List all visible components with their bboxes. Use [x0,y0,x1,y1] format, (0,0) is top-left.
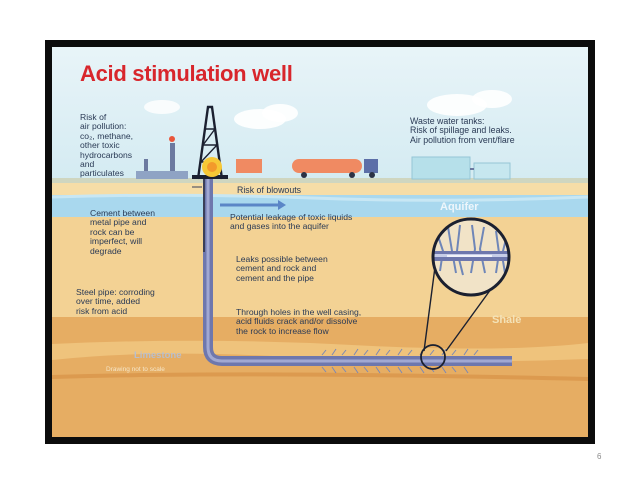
arrow-head [278,200,286,210]
wheel [349,172,355,178]
shale-layer-label: Shale [492,314,522,326]
cloud [262,104,298,122]
truck-trailer [236,159,262,173]
magnifier-focus [420,344,446,370]
waste-water-tank-icon [473,162,511,180]
well-pipe-highlight [206,179,512,363]
diagram-title: Acid stimulation well [80,61,293,86]
topsoil-layer [52,183,588,195]
rock-seam [52,372,588,381]
aquifer-wave [52,193,588,202]
limestone-layer-label: Limestone [134,350,182,361]
plant-building [136,171,188,179]
chimney [170,143,175,179]
blowout-label: Risk of blowouts [237,185,302,195]
tanker-truck-icon [292,159,362,173]
cloud [427,94,487,116]
cloud [144,100,180,114]
cement-label: Cement between metal pipe and rock can b… [90,208,155,256]
diagram-panel: Acid stimulation well Risk of air pollut… [52,47,588,437]
aquifer-layer-label: Aquifer [440,201,479,213]
air-pollution-label: Risk of air pollution: co₂, methane, oth… [80,112,134,179]
truck-cab [364,159,378,173]
steel-pipe-label: Steel pipe: corroding over time, added r… [76,287,155,316]
waste-water-tank-icon [411,156,471,180]
waste-water-label: Waste water tanks: Risk of spillage and … [410,116,515,145]
derrick-icon [196,105,224,180]
blowout-core [207,162,217,172]
page-number: 6 [597,452,602,461]
magnified-fracture-view [433,219,509,295]
wheel [301,172,307,178]
aquifer-leak-label: Potential leakage of toxic liquids and g… [230,212,353,232]
chimney [144,159,148,179]
derrick-base [192,175,228,179]
ground-surface [52,178,588,183]
magnifier-lens [431,217,511,297]
leaks-label: Leaks possible between cement and rock a… [236,254,328,283]
scale-note: Drawing not to scale [106,366,165,373]
illustration [52,47,588,437]
flare-icon [169,136,175,142]
cloud [472,90,512,108]
acid-holes-label: Through holes in the well casing, acid f… [236,307,362,336]
wheel [369,172,375,178]
